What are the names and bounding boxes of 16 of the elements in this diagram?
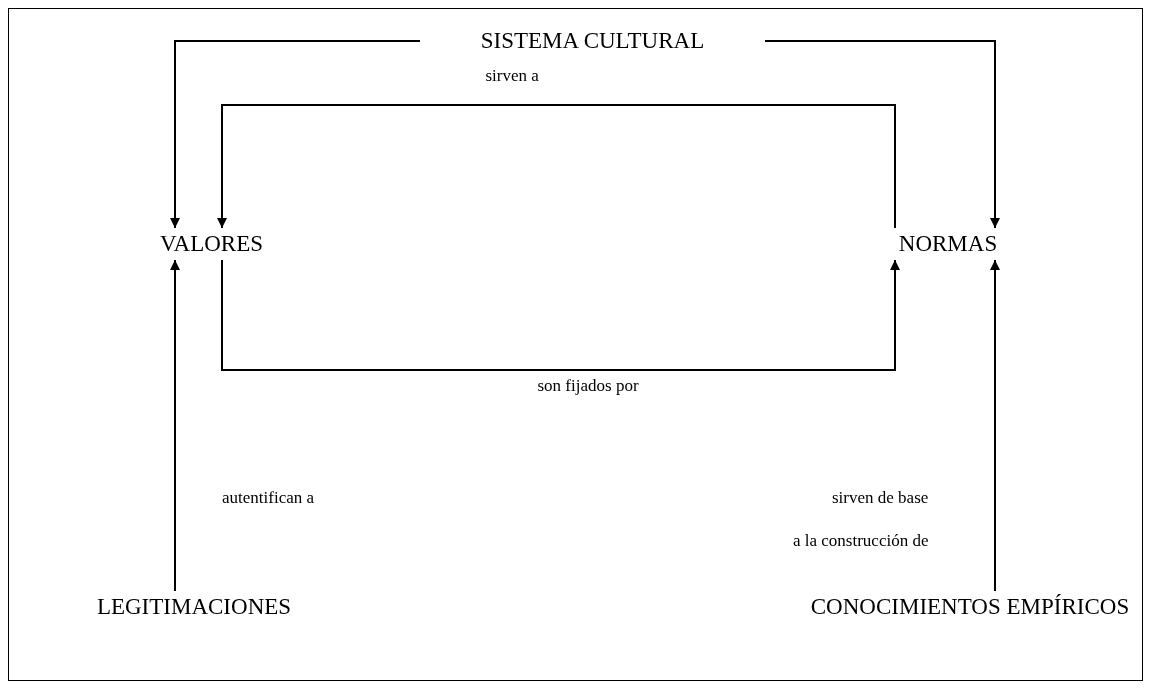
edge-label: sirven a <box>485 66 539 86</box>
arrow <box>170 40 421 229</box>
node-label: LEGITIMACIONES <box>86 591 302 623</box>
node-label: NORMAS <box>876 228 1020 260</box>
edge-label: autentifican a <box>222 488 315 508</box>
edge-label: sirven de base <box>832 488 929 508</box>
note-text: a la construcción de <box>793 531 929 551</box>
arrow <box>764 40 1000 229</box>
arrow <box>221 259 900 371</box>
node-label: VALORES <box>145 228 278 260</box>
arrow <box>217 104 896 229</box>
arrow <box>170 259 180 592</box>
node-label: SISTEMA CULTURAL <box>420 26 765 56</box>
node-label: CONOCIMIENTOS EMPÍRICOS <box>803 591 1137 623</box>
arrow <box>990 259 1000 592</box>
edge-label: son fijados por <box>537 376 639 396</box>
